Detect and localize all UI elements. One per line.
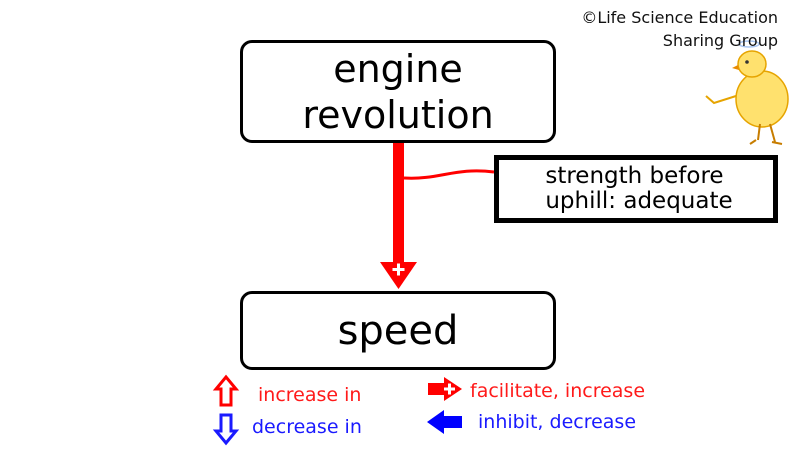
- chick-mascot-icon: [705, 40, 789, 145]
- node-engine-line-2: revolution: [302, 92, 494, 137]
- decrease-arrow-icon: [212, 413, 240, 446]
- facilitate-legend-icon: [428, 377, 462, 401]
- modifier-line-1: strength before: [545, 163, 724, 189]
- copyright-line-2: Sharing Group: [662, 31, 778, 50]
- facilitate-arrow-icon: [380, 143, 417, 289]
- legend-decrease-label: decrease in: [252, 416, 362, 438]
- legend-increase-label: increase in: [258, 384, 362, 406]
- modifier-connector: [403, 169, 495, 180]
- legend-facilitate-label: facilitate, increase: [470, 380, 646, 402]
- node-engine-line-1: engine: [333, 46, 463, 91]
- node-engine-revolution: engine revolution: [240, 40, 556, 143]
- node-speed: speed: [240, 291, 556, 370]
- inhibit-legend-icon: [427, 410, 462, 434]
- copyright-notice: ©Life Science Education Sharing Group: [581, 6, 778, 52]
- node-speed-label: speed: [337, 307, 459, 354]
- copyright-line-1: ©Life Science Education: [581, 8, 778, 27]
- modifier-condition-box: strength before uphill: adequate: [494, 155, 778, 223]
- increase-arrow-icon: [212, 374, 240, 407]
- legend-inhibit-label: inhibit, decrease: [478, 411, 637, 433]
- modifier-line-2: uphill: adequate: [545, 188, 733, 214]
